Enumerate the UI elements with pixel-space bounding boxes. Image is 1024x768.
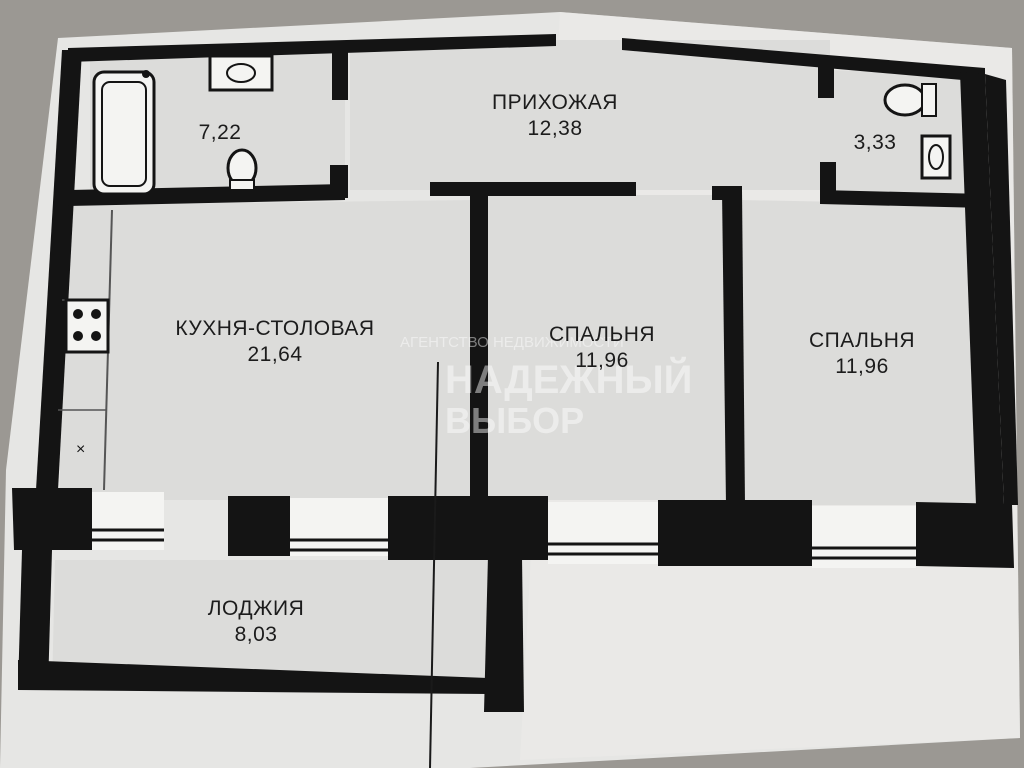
toilet-icon-left (226, 148, 258, 191)
stove-icon (64, 298, 110, 354)
window-kitchen-right (290, 498, 388, 556)
floor-kitchen (60, 200, 475, 500)
wall-south-mid3 (658, 500, 812, 566)
paper-fold-line (429, 361, 439, 768)
window-bedroom-2 (812, 506, 916, 568)
walls (12, 34, 1018, 712)
room-label-bath-left: 7,22 (199, 120, 242, 146)
room-label-kitchen: КУХНЯ-СТОЛОВАЯ 21,64 (175, 316, 374, 368)
windows (92, 492, 916, 568)
wall-kitchen-bedroom (470, 190, 488, 500)
sink-icon-kitchen: × (76, 441, 85, 458)
room-area: 3,33 (853, 131, 897, 154)
watermark-line-2: НАДЕЖНЫЙ (445, 358, 693, 402)
floor-loggia (52, 560, 490, 690)
bathtub-icon (92, 70, 156, 196)
wall-south-mid2 (388, 496, 548, 560)
room-label-hallway: ПРИХОЖАЯ 12,38 (492, 90, 618, 142)
floor-bedroom-2 (740, 200, 1000, 505)
wall-top-left (68, 34, 556, 62)
watermark-line-3: ВЫБОР (445, 400, 585, 441)
room-label-bedroom-1: СПАЛЬНЯ 11,96 (549, 322, 655, 374)
wall-bath-left-right-bot (330, 165, 348, 198)
room-label-loggia: ЛОДЖИЯ 8,03 (208, 596, 305, 648)
floor-hallway (350, 40, 830, 190)
wall-loggia-right (484, 556, 524, 712)
sink-icon-left (208, 54, 274, 92)
room-label-bath-right: 3,33 (854, 130, 897, 156)
floor-bedroom-1 (485, 195, 730, 500)
wall-south-right (916, 502, 1014, 568)
svg-text:×: × (76, 441, 85, 458)
toilet-icon-right (883, 83, 937, 117)
room-name: СПАЛЬНЯ (808, 329, 916, 352)
wall-loggia-left (18, 550, 52, 688)
room-area: 8,03 (234, 623, 278, 646)
window-bedroom-1 (548, 502, 658, 564)
room-area: 7,22 (198, 121, 242, 144)
wall-south-mid1 (228, 496, 290, 556)
room-name: СПАЛЬНЯ (548, 323, 656, 346)
room-name: ПРИХОЖАЯ (492, 91, 618, 114)
room-name: КУХНЯ-СТОЛОВАЯ (175, 317, 375, 340)
wall-bedrooms (722, 190, 745, 505)
wall-bath-left-right-top (332, 48, 348, 100)
room-label-bedroom-2: СПАЛЬНЯ 11,96 (809, 328, 915, 380)
wall-hall-kitchen (430, 182, 636, 196)
room-area: 21,64 (247, 343, 303, 366)
watermark-line-1: АГЕНТСТВО НЕДВИЖИМОСТИ (400, 334, 624, 351)
wall-right (960, 72, 1004, 505)
wall-top-right (622, 38, 985, 82)
room-area: 11,96 (835, 355, 889, 378)
wall-right-edge (985, 74, 1018, 505)
wall-loggia-bottom (18, 660, 488, 694)
room-floors (52, 40, 1000, 690)
room-area: 11,96 (575, 349, 629, 372)
window-kitchen-left (92, 492, 164, 550)
wall-south-left (12, 488, 92, 550)
room-area: 12,38 (527, 117, 583, 140)
wall-bath-right-bottom (820, 190, 985, 208)
wall-bath-right-left-top (818, 62, 834, 98)
wall-left (36, 50, 82, 490)
sink-icon-right (920, 134, 952, 180)
room-name: ЛОДЖИЯ (207, 597, 305, 620)
